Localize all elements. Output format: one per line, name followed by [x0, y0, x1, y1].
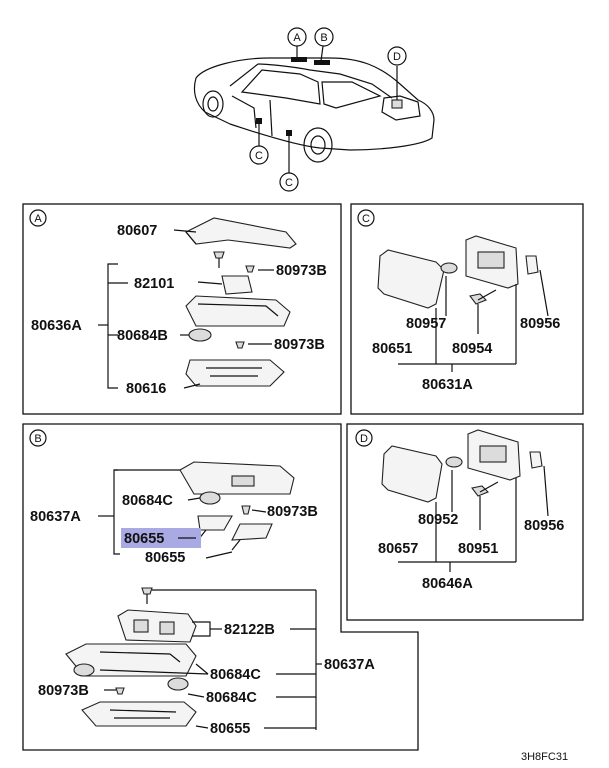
label-80973b-a1: 80973B [276, 263, 327, 279]
car-illustration: A B C C D [193, 27, 435, 192]
screw-icon-b2 [141, 587, 153, 595]
callout-d: D [393, 51, 401, 63]
section-c-frame [350, 203, 584, 415]
label-80952: 80952 [418, 512, 458, 528]
part-80952-bulb [445, 456, 463, 468]
callout-c-left: C [255, 150, 263, 162]
part-82101-connector [221, 275, 253, 295]
label-80951: 80951 [458, 541, 498, 557]
label-80954: 80954 [452, 341, 492, 357]
section-a: A 80607 82101 80973B 80636 [29, 209, 327, 397]
part-80657-lens [381, 445, 443, 503]
part-80655-lens-lower [81, 701, 197, 727]
screw-icon [213, 251, 225, 259]
part-80655-lens-left [197, 515, 233, 531]
label-82122b: 82122B [224, 622, 275, 638]
screw-icon-b [241, 505, 251, 515]
screw-icon-2 [235, 341, 245, 349]
label-80646a: 80646A [422, 576, 473, 592]
screw-80954-icon [469, 293, 487, 305]
part-80684b-bulb [188, 328, 212, 342]
callout-a: A [293, 32, 301, 44]
label-80973b-b2: 80973B [38, 683, 89, 699]
label-80607: 80607 [117, 223, 157, 239]
label-80684c: 80684C [122, 493, 173, 509]
bolt-icon [245, 265, 255, 273]
label-80684c-b2: 80684C [210, 667, 261, 683]
section-d-letter: D [360, 433, 368, 445]
label-80684c-b3: 80684C [206, 690, 257, 706]
label-80651: 80651 [372, 341, 412, 357]
label-80636a: 80636A [31, 318, 82, 334]
section-b-letter: B [34, 433, 41, 445]
part-80616-lens [185, 359, 285, 387]
label-80973b-a2: 80973B [274, 337, 325, 353]
label-80637a-b2: 80637A [324, 657, 375, 673]
section-d-frame [346, 423, 584, 621]
part-80684c-bulb-2 [73, 663, 95, 677]
section-c: C 80957 80956 80651 80954 80631A [357, 209, 560, 393]
label-80657: 80657 [378, 541, 418, 557]
section-c-letter: C [362, 213, 370, 225]
label-80616: 80616 [126, 381, 166, 397]
part-80957-bulb [440, 262, 458, 274]
label-80655-b2: 80655 [210, 721, 250, 737]
part-80684c-bulb [199, 491, 221, 505]
part-80956-clip [525, 255, 539, 275]
label-80655-highlighted[interactable]: 80655 [124, 531, 164, 547]
label-80637a: 80637A [30, 509, 81, 525]
section-d: D 80952 80956 80657 80951 80646A [355, 429, 564, 592]
section-a-frame [22, 203, 342, 415]
screw-icon-b3 [115, 687, 125, 695]
label-80956-c: 80956 [520, 316, 560, 332]
label-80684b: 80684B [117, 328, 168, 344]
part-82122b-socket [117, 609, 197, 643]
part-lamp-housing [185, 295, 291, 327]
part-80651-lens [377, 249, 445, 309]
label-80631a: 80631A [422, 377, 473, 393]
label-80956-d: 80956 [524, 518, 564, 534]
section-b-frame [22, 423, 419, 751]
label-80973b-b: 80973B [267, 504, 318, 520]
label-82101: 82101 [134, 276, 174, 292]
part-80684c-bulb-3 [167, 677, 189, 691]
highlight-80655 [121, 528, 201, 548]
label-80655: 80655 [145, 550, 185, 566]
section-a-letter: A [34, 213, 42, 225]
part-80956-clip-d [529, 451, 543, 469]
diagram-code: 3H8FC31 [521, 751, 568, 763]
part-80655-lens-right [231, 523, 273, 541]
callout-b: B [320, 32, 327, 44]
part-80607-bracket [185, 217, 297, 249]
callout-c-right: C [285, 177, 293, 189]
screw-80951-icon [471, 485, 489, 497]
section-b: B 80684C 80637A 80973B 80655 80655 [29, 429, 375, 737]
label-80957: 80957 [406, 316, 446, 332]
